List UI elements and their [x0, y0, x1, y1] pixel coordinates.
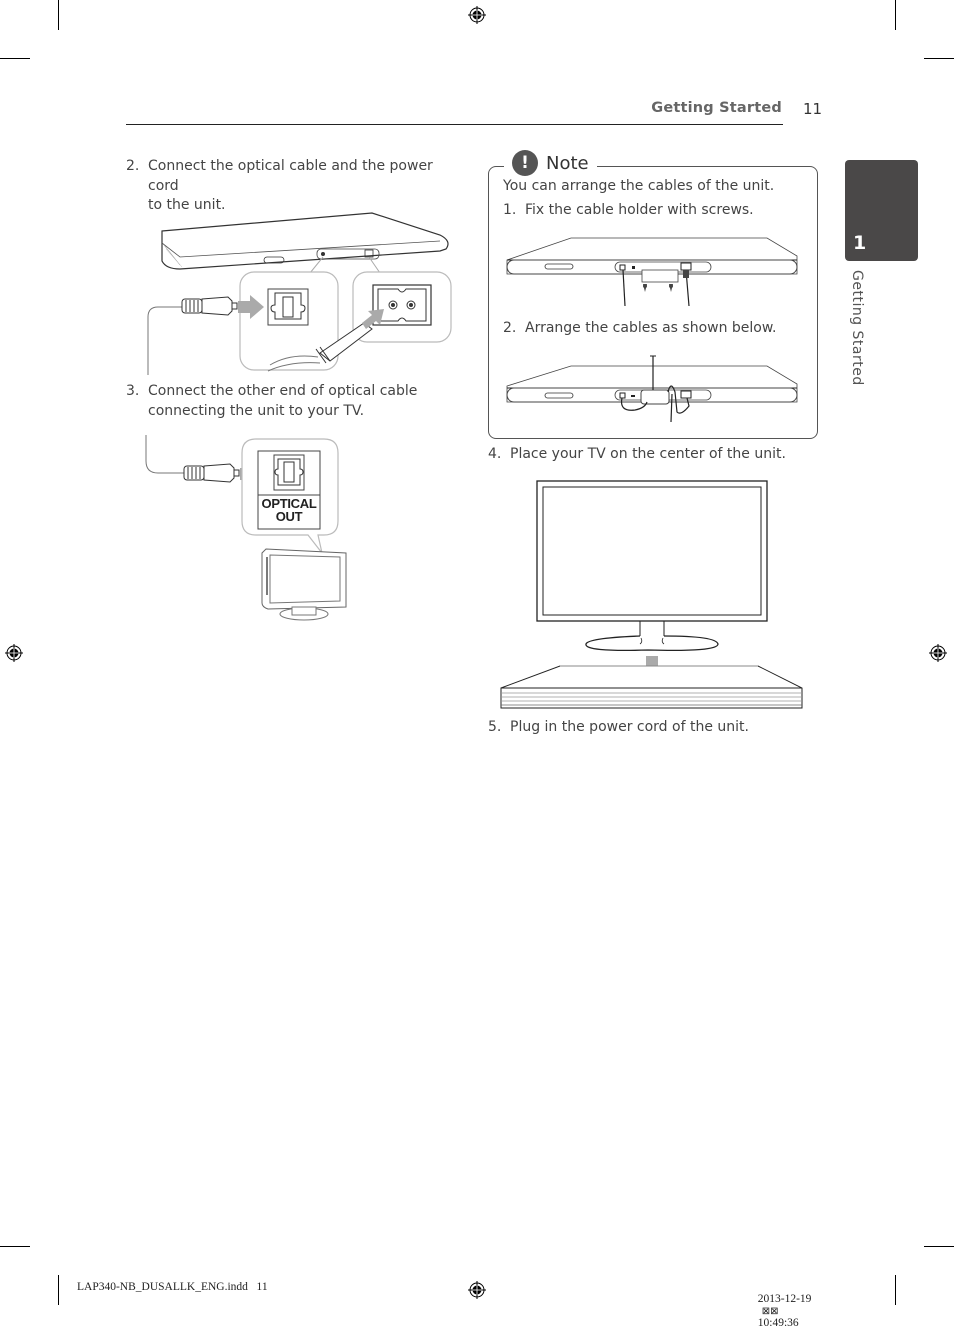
- figure-connect-tv: OPTICAL OUT: [140, 435, 360, 625]
- step-number: 2.: [503, 320, 517, 336]
- running-header-title: Getting Started: [651, 100, 782, 116]
- footer-timestamp: 2013-12-19 ⊠⊠ 10:49:36: [752, 1281, 812, 1329]
- chapter-tab: [845, 160, 918, 261]
- step-text-line: Connect the optical cable and the power …: [148, 158, 433, 194]
- registration-mark-icon: [5, 644, 23, 662]
- registration-mark-icon: [468, 1281, 486, 1299]
- step-number: 2.: [126, 158, 140, 174]
- note-intro: You can arrange the cables of the unit.: [503, 178, 775, 194]
- footer-filename: LAP340-NB_DUSALLK_ENG.indd 11: [77, 1281, 268, 1293]
- step-5: 5. Plug in the power cord of the unit.: [488, 718, 818, 738]
- crop-mark: [895, 0, 896, 30]
- note-header: ! Note: [504, 150, 597, 176]
- note-box: [488, 166, 818, 439]
- crop-mark: [924, 58, 954, 59]
- step-text: Plug in the power cord of the unit.: [510, 719, 749, 735]
- optical-out-label: OPTICAL OUT: [258, 497, 320, 523]
- step-3: 3. Connect the other end of optical cabl…: [126, 382, 466, 421]
- crop-mark: [58, 1275, 59, 1305]
- chapter-number: 1: [853, 232, 867, 254]
- exclamation-icon: !: [512, 150, 538, 176]
- optical-out-label-line1: OPTICAL: [261, 496, 317, 511]
- figure-arrange-cables: [506, 355, 798, 423]
- step-number: 4.: [488, 446, 502, 462]
- footer-time: 10:49:36: [757, 1317, 799, 1329]
- figure-cable-holder-screws: [506, 237, 798, 307]
- registration-mark-icon: [468, 6, 486, 24]
- step-2: 2. Connect the optical cable and the pow…: [126, 157, 466, 216]
- footer-date: 2013-12-19: [757, 1293, 812, 1305]
- step-number: 5.: [488, 719, 502, 735]
- crop-mark: [895, 1275, 896, 1305]
- note-title: Note: [546, 152, 589, 174]
- step-text-line: connecting the unit to your TV.: [148, 402, 365, 419]
- step-text-line: to the unit.: [148, 197, 226, 213]
- registration-mark-icon: [929, 644, 947, 662]
- step-text: Fix the cable holder with screws.: [525, 202, 754, 218]
- note-step-1: 1. Fix the cable holder with screws.: [503, 201, 803, 221]
- crop-mark: [58, 0, 59, 30]
- crop-mark: [0, 1246, 30, 1247]
- note-step-2: 2. Arrange the cables as shown below.: [503, 319, 803, 339]
- footer-ampm: ⊠⊠: [761, 1306, 779, 1317]
- figure-connect-cables: [147, 212, 452, 375]
- figure-tv-on-unit: [500, 480, 803, 709]
- page-number: 11: [803, 100, 823, 118]
- header-rule: [126, 124, 783, 125]
- step-number: 3.: [126, 383, 140, 399]
- step-number: 1.: [503, 202, 517, 218]
- tv-optical-illustration: [145, 435, 347, 621]
- crop-mark: [0, 58, 30, 59]
- step-4: 4. Place your TV on the center of the un…: [488, 445, 818, 465]
- step-text-line: Connect the other end of optical cable: [148, 383, 418, 399]
- chapter-label: Getting Started: [849, 270, 865, 386]
- crop-mark: [924, 1246, 954, 1247]
- step-text: Arrange the cables as shown below.: [525, 320, 777, 336]
- step-text: Place your TV on the center of the unit.: [510, 446, 786, 462]
- optical-out-label-line2: OUT: [275, 509, 303, 524]
